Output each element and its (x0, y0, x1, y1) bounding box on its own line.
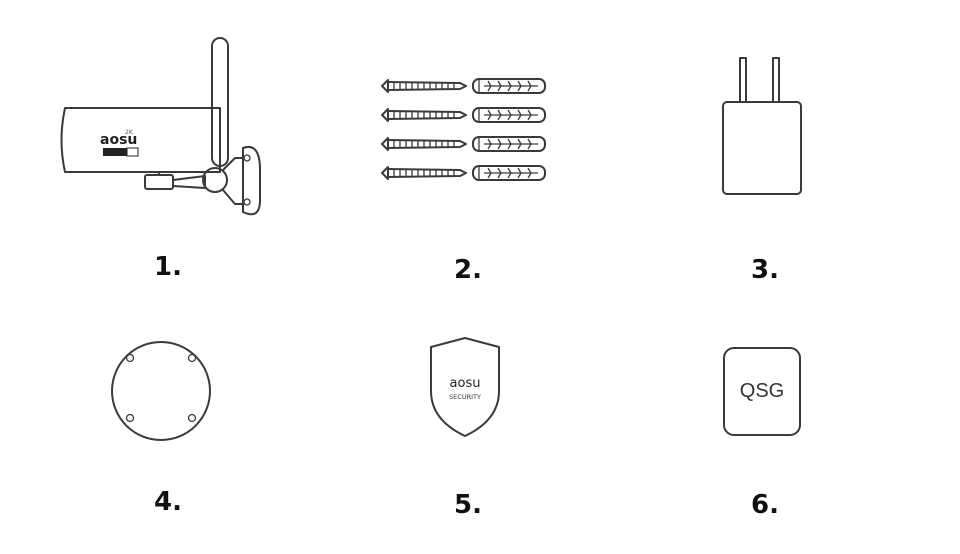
sticker-subtitle-text: SECURITY (449, 393, 481, 401)
item-number: 1. (154, 252, 182, 282)
camera-resolution-text: 2K (125, 129, 134, 136)
screws-anchors-icon (381, 78, 546, 181)
sticker-brand-text: aosu (450, 376, 481, 391)
quick-start-guide-icon: QSG (723, 347, 801, 436)
item-number: 2. (454, 255, 482, 285)
item-number: 6. (751, 490, 779, 520)
mounting-plate-icon (111, 341, 211, 441)
item-number: 3. (751, 255, 779, 285)
security-sticker-icon: aosu SECURITY (430, 337, 500, 437)
camera-icon: aosu 2K (60, 37, 261, 216)
guide-label-text: QSG (740, 380, 784, 402)
item-number: 4. (154, 487, 182, 517)
power-adapter-icon (722, 57, 802, 195)
item-number: 5. (454, 490, 482, 520)
camera-brand-text: aosu (100, 132, 137, 148)
